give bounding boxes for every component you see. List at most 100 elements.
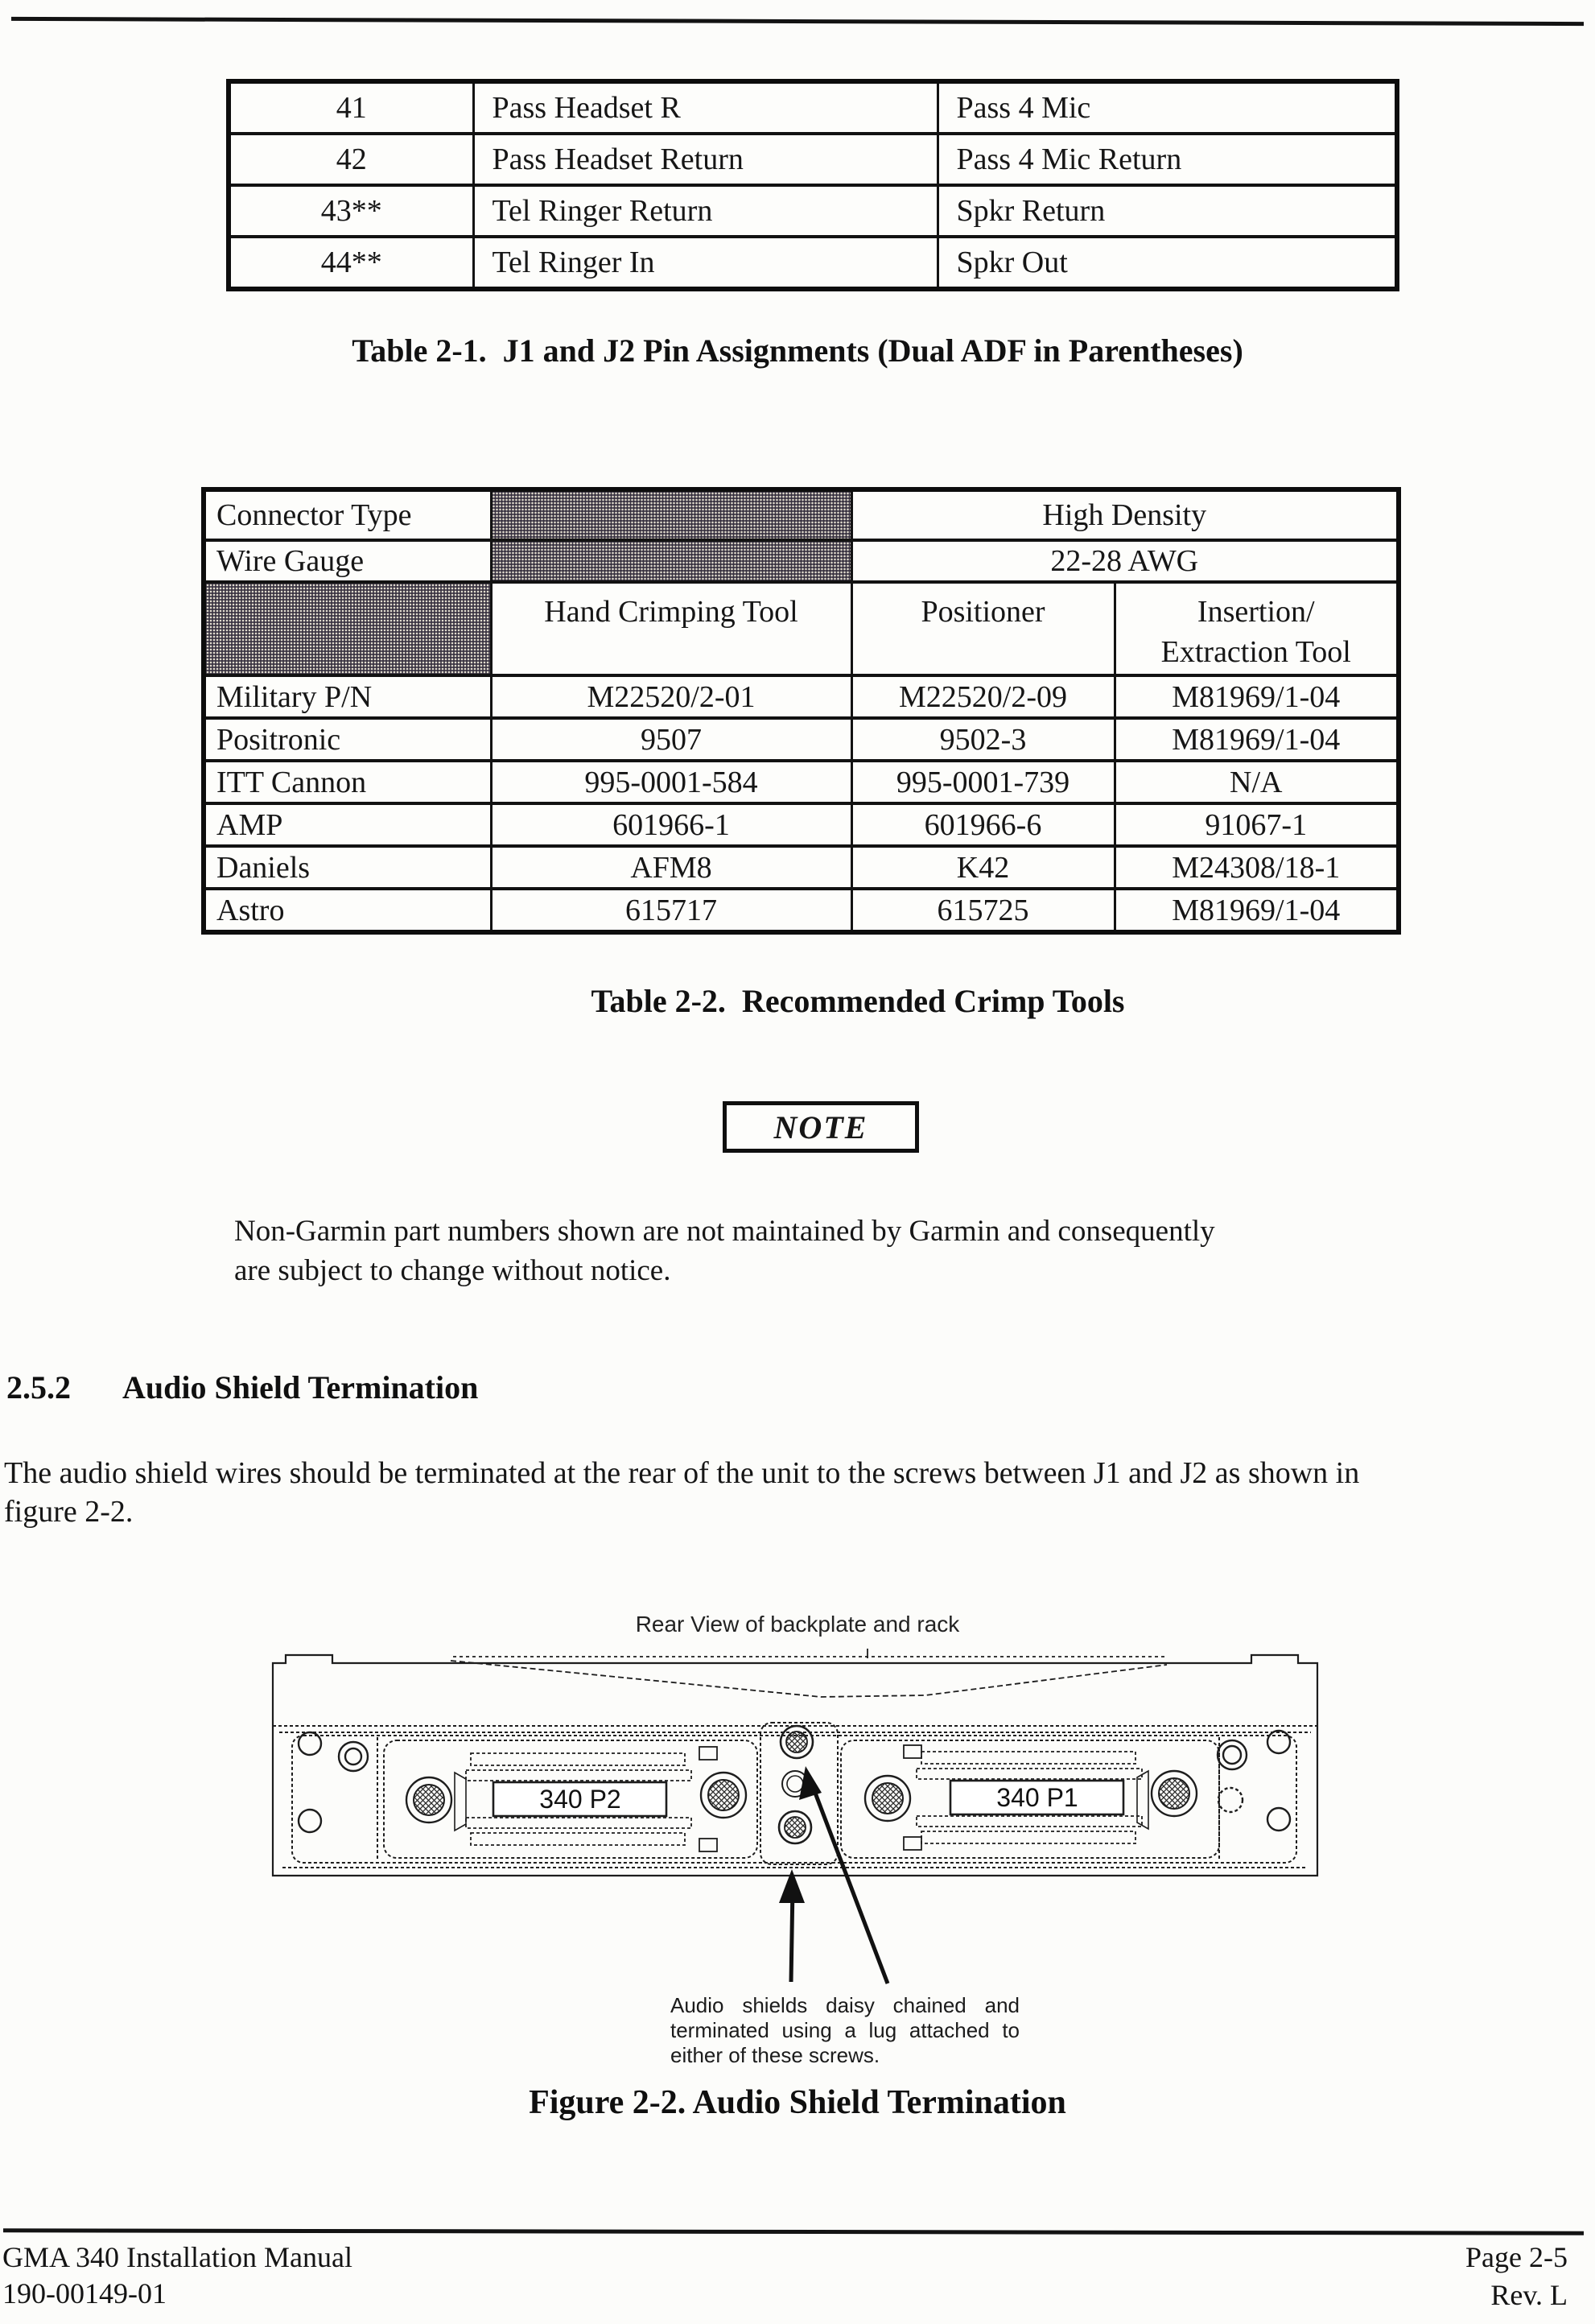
- note-label: NOTE: [773, 1108, 868, 1145]
- table-row: AMP 601966-1 601966-6 91067-1: [202, 802, 1400, 848]
- note-line: Non-Garmin part numbers shown are not ma…: [234, 1215, 1215, 1248]
- table-row: Wire Gauge 22-28 AWG: [202, 539, 1400, 584]
- tool-cell: M22520/2-01: [489, 674, 853, 720]
- positioner-header: Positioner: [850, 580, 1116, 677]
- extractor-cell: M81969/1-04: [1113, 716, 1400, 762]
- figure-top-label: Rear View of backplate and rack: [635, 1612, 960, 1637]
- figure-annotation: Audio shields daisy chained and terminat…: [670, 1993, 1020, 2068]
- rack-handle-lines: [450, 1649, 1168, 1698]
- shaded-cell: [489, 539, 853, 584]
- annotation-line: Audio shields daisy chained and: [670, 1993, 1020, 2017]
- section-heading: 2.5.2 Audio Shield Termination: [6, 1368, 478, 1406]
- body-line: The audio shield wires should be termina…: [4, 1456, 1360, 1490]
- awg-header: 22-28 AWG: [850, 539, 1400, 584]
- top-rule: [10, 16, 1585, 27]
- positioner-cell: M22520/2-09: [850, 674, 1116, 720]
- extractor-cell: M81969/1-04: [1113, 674, 1400, 720]
- extractor-cell: M81969/1-04: [1113, 887, 1400, 934]
- shaded-cell: [489, 488, 853, 542]
- j2-cell: Spkr Out: [936, 235, 1399, 291]
- connector-label-right: 340 P1: [996, 1783, 1078, 1812]
- positioner-cell: 601966-6: [850, 802, 1116, 848]
- table-row: 43** Tel Ringer Return Spkr Return: [227, 184, 1399, 238]
- connector-type-header: Connector Type: [202, 488, 493, 542]
- table-row: 41 Pass Headset R Pass 4 Mic: [227, 80, 1399, 135]
- figure-caption: Figure 2-2. Audio Shield Termination: [529, 2084, 1066, 2121]
- crimp-tools-table: Connector Type High Density Wire Gauge 2…: [201, 487, 1401, 935]
- figure-drawing: 340 P2 340 P1: [271, 1649, 1319, 1984]
- tool-cell: AFM8: [489, 844, 853, 890]
- pin-cell: 44**: [227, 235, 475, 291]
- table-row: ITT Cannon 995-0001-584 995-0001-739 N/A: [202, 759, 1400, 805]
- connector-340-p1: 340 P1: [863, 1744, 1198, 1851]
- j1-cell: Tel Ringer In: [472, 235, 939, 291]
- body-line: figure 2-2.: [4, 1495, 134, 1529]
- j1-cell: Tel Ringer Return: [472, 184, 939, 238]
- arrowhead-bottom: [779, 1869, 805, 1903]
- pin-assignments-table: 41 Pass Headset R Pass 4 Mic 42 Pass Hea…: [226, 79, 1399, 291]
- shaded-cell: [202, 580, 493, 677]
- positioner-cell: 615725: [850, 887, 1116, 934]
- vendor-cell: Military P/N: [202, 674, 493, 720]
- extractor-cell: 91067-1: [1113, 802, 1400, 848]
- table-row: Astro 615717 615725 M81969/1-04: [202, 887, 1400, 934]
- extractor-cell: M24308/18-1: [1113, 844, 1400, 890]
- insertion-line: Insertion/: [1197, 595, 1315, 629]
- insertion-extraction-header: Insertion/ Extraction Tool: [1113, 580, 1400, 677]
- table1-caption: Table 2-1. J1 and J2 Pin Assignments (Du…: [352, 332, 1243, 369]
- j1-cell: Pass Headset Return: [472, 132, 939, 187]
- footer-page-number: Page 2-5: [1465, 2241, 1568, 2273]
- pin-cell: 42: [227, 132, 475, 187]
- arrow-to-top-screw: [811, 1788, 890, 1984]
- wire-gauge-header: Wire Gauge: [202, 539, 493, 584]
- note-box: NOTE: [723, 1101, 919, 1153]
- tool-cell: 9507: [489, 716, 853, 762]
- high-density-header: High Density: [850, 488, 1400, 542]
- extractor-cell: N/A: [1113, 759, 1400, 805]
- table-row: Positronic 9507 9502-3 M81969/1-04: [202, 716, 1400, 762]
- j1-cell: Pass Headset R: [472, 80, 939, 135]
- tool-cell: 615717: [489, 887, 853, 934]
- footer-manual-title: GMA 340 Installation Manual: [2, 2241, 352, 2273]
- mounting-holes: [297, 1729, 1292, 1834]
- positioner-cell: 9502-3: [850, 716, 1116, 762]
- pin-cell: 43**: [227, 184, 475, 238]
- annotation-line: terminated using a lug attached to: [670, 2018, 1020, 2042]
- section-title: Audio Shield Termination: [122, 1369, 479, 1406]
- table-row: 42 Pass Headset Return Pass 4 Mic Return: [227, 132, 1399, 187]
- connector-label-left: 340 P2: [539, 1785, 620, 1814]
- j2-cell: Pass 4 Mic Return: [936, 132, 1399, 187]
- callout-arrows: [779, 1766, 890, 1984]
- extraction-line: Extraction Tool: [1160, 635, 1351, 669]
- table-row: 44** Tel Ringer In Spkr Out: [227, 235, 1399, 291]
- pin-cell: 41: [227, 80, 475, 135]
- footer-rule: [2, 2228, 1585, 2235]
- tool-cell: 995-0001-584: [489, 759, 853, 805]
- positioner-cell: 995-0001-739: [850, 759, 1116, 805]
- hand-crimping-tool-header: Hand Crimping Tool: [489, 580, 853, 677]
- j2-cell: Spkr Return: [936, 184, 1399, 238]
- connector-340-p2: 340 P2: [405, 1746, 748, 1852]
- section-number: 2.5.2: [6, 1369, 71, 1406]
- table-row: Daniels AFM8 K42 M24308/18-1: [202, 844, 1400, 890]
- vendor-cell: ITT Cannon: [202, 759, 493, 805]
- annotation-line: either of these screws.: [670, 2043, 880, 2067]
- note-text: Non-Garmin part numbers shown are not ma…: [234, 1212, 1409, 1290]
- table-row: Connector Type High Density: [202, 488, 1400, 542]
- footer-revision: Rev. L: [1490, 2279, 1568, 2311]
- positioner-cell: K42: [850, 844, 1116, 890]
- rack-outline: [271, 1653, 1319, 1877]
- vendor-cell: AMP: [202, 802, 493, 848]
- table-row: Hand Crimping Tool Positioner Insertion/…: [202, 580, 1400, 677]
- vendor-cell: Daniels: [202, 844, 493, 890]
- section-body: The audio shield wires should be termina…: [4, 1454, 1557, 1531]
- table2-caption: Table 2-2. Recommended Crimp Tools: [591, 983, 1125, 1019]
- footer-part-number: 190-00149-01: [2, 2277, 167, 2310]
- vendor-cell: Positronic: [202, 716, 493, 762]
- vendor-cell: Astro: [202, 887, 493, 934]
- j2-cell: Pass 4 Mic: [936, 80, 1399, 135]
- note-line: are subject to change without notice.: [234, 1254, 671, 1287]
- arrowhead-top: [799, 1766, 822, 1800]
- tool-cell: 601966-1: [489, 802, 853, 848]
